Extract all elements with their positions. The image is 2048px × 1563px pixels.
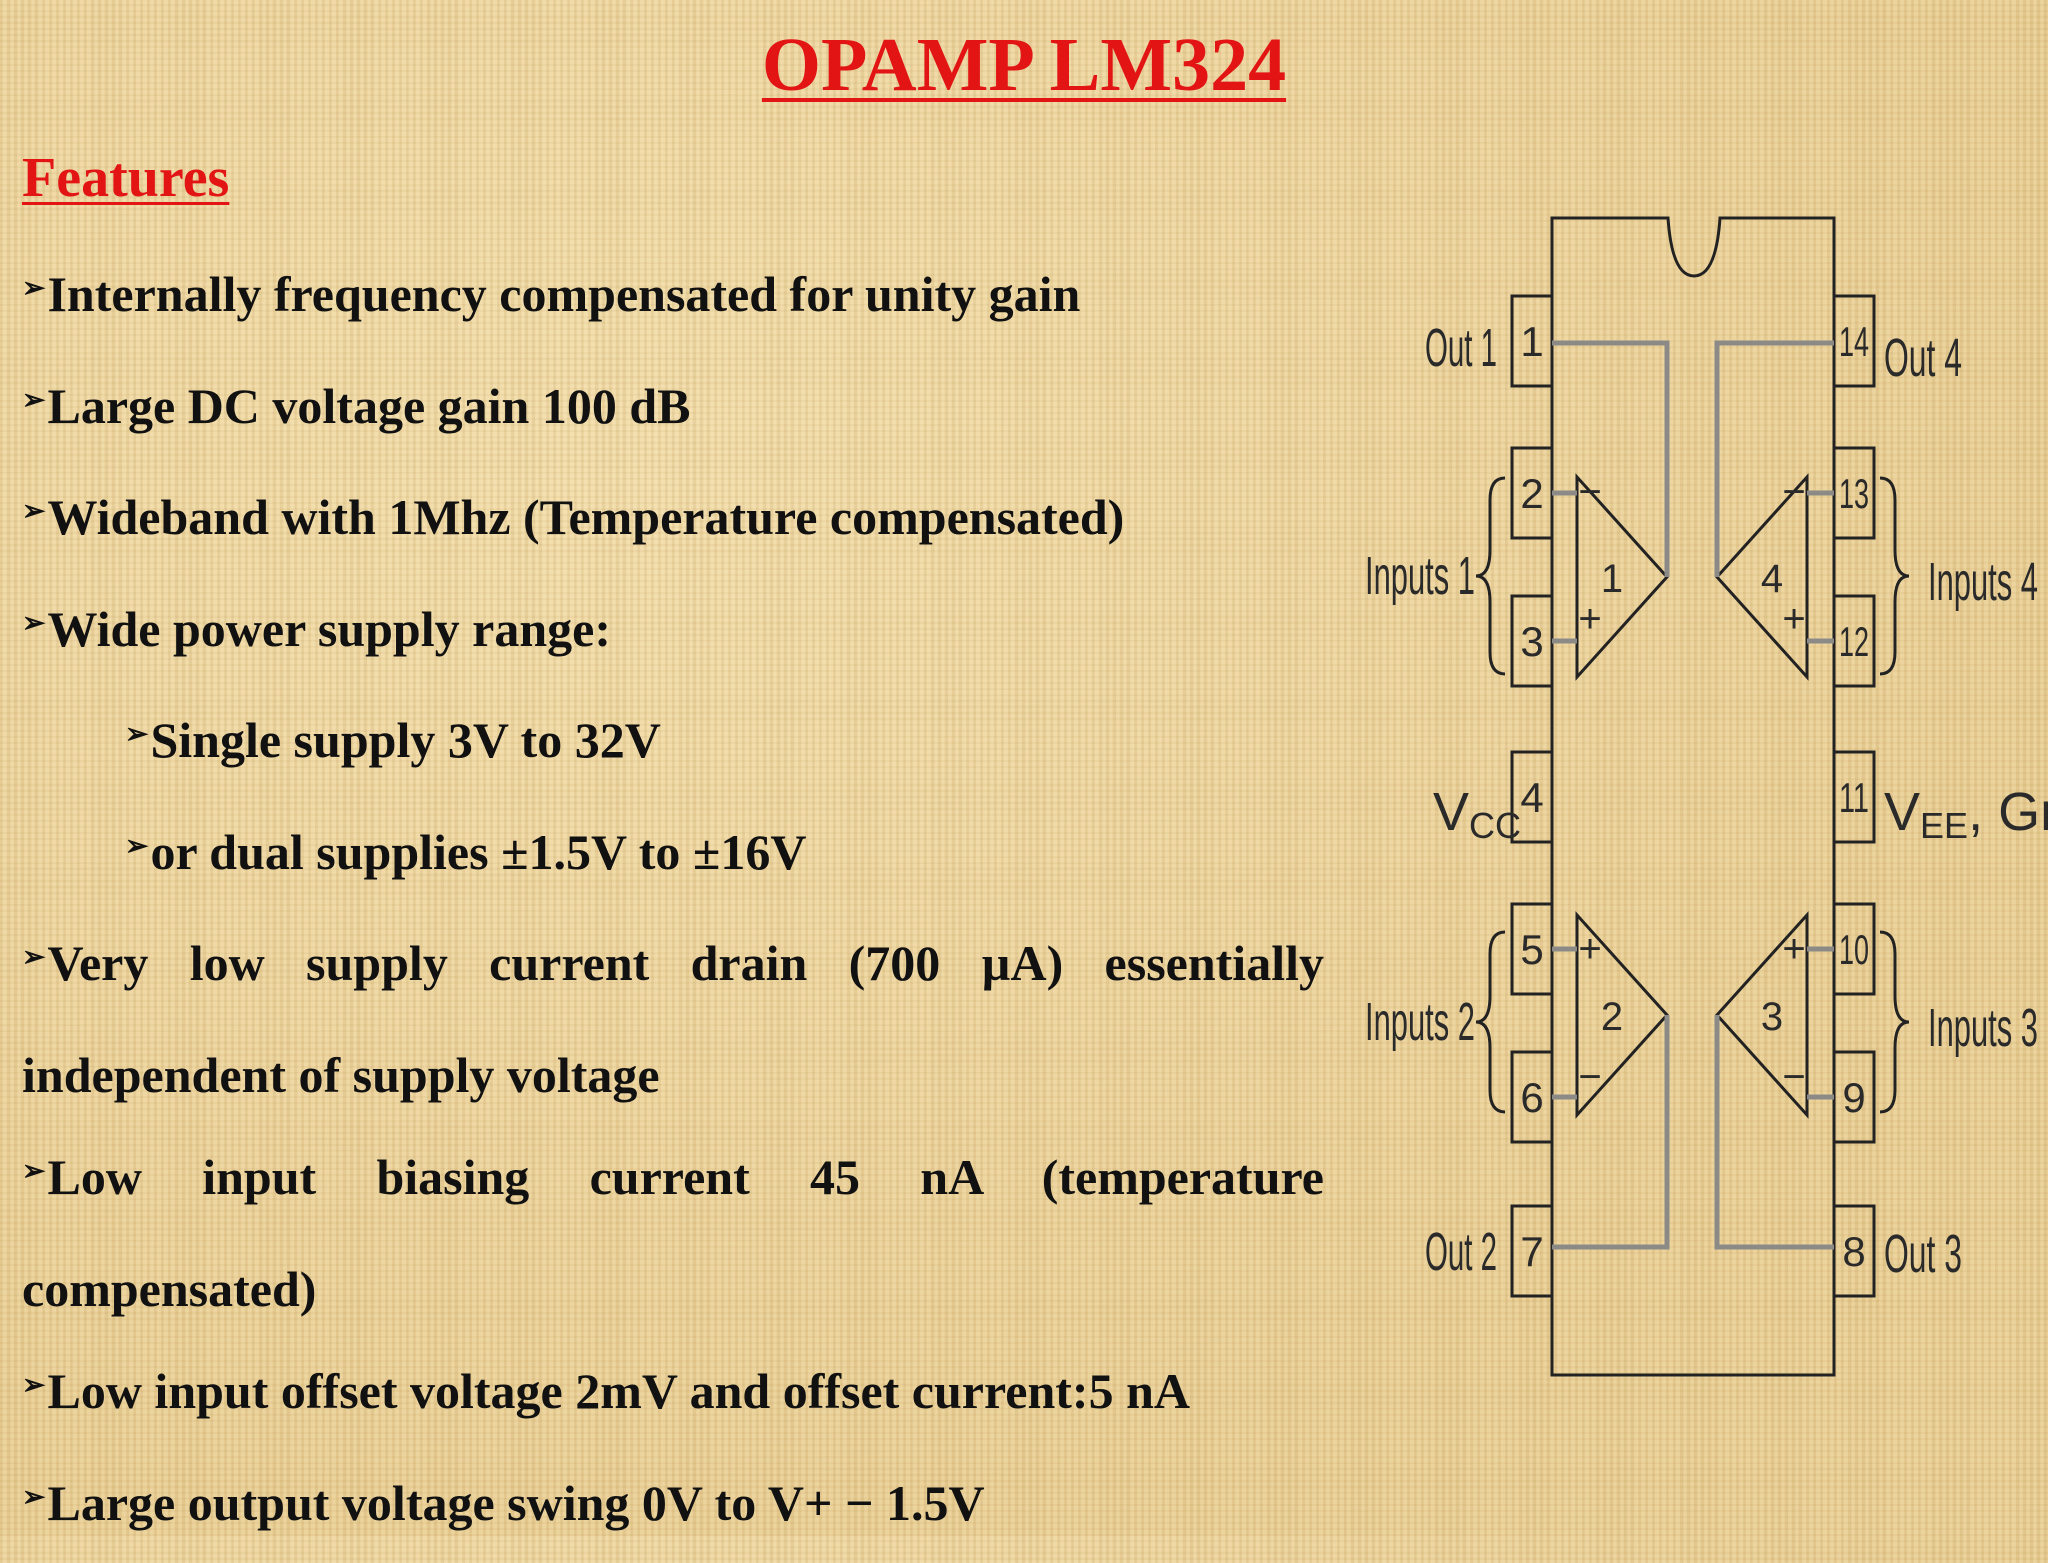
inputs-1-label: Inputs 1 — [1365, 546, 1475, 606]
ic-package-outline — [1552, 218, 1834, 1375]
minus-sign: − — [1578, 470, 1601, 514]
out-1-label: Out 1 — [1425, 318, 1497, 378]
pin-number: 1 — [1520, 318, 1543, 365]
feature-subitem: ➢Single supply 3V to 32V — [22, 689, 1324, 801]
feature-text: or dual supplies ±1.5V to ±16V — [150, 824, 806, 880]
arrow-bullet-icon: ➢ — [125, 719, 148, 750]
pin-number: 9 — [1842, 1074, 1865, 1121]
pin-number: 11 — [1839, 774, 1869, 821]
features-heading: Features — [22, 146, 229, 210]
vcc-label: VCC — [1433, 782, 1521, 846]
pin-number: 8 — [1842, 1228, 1865, 1275]
feature-item: ➢Low input biasing current 45 nA (temper… — [22, 1126, 1324, 1340]
inputs-2-label: Inputs 2 — [1365, 992, 1475, 1052]
feature-text: Large output voltage swing 0V to V+ − 1.… — [47, 1475, 984, 1531]
out-2-wire — [1552, 1015, 1667, 1247]
minus-sign: − — [1782, 1055, 1805, 1099]
feature-list: ➢Internally frequency compensated for un… — [22, 243, 1324, 1563]
plus-sign: + — [1782, 927, 1805, 971]
feature-item: ➢Very low supply current drain (700 µA) … — [22, 912, 1324, 1126]
opamp-number: 3 — [1761, 995, 1783, 1039]
out-3-wire — [1717, 1015, 1834, 1247]
opamp-number: 2 — [1601, 995, 1623, 1039]
arrow-bullet-icon: ➢ — [22, 496, 45, 527]
out-4-wire — [1717, 343, 1834, 577]
inputs-4-label: Inputs 4 — [1928, 552, 2038, 612]
arrow-bullet-icon: ➢ — [22, 273, 45, 304]
pin-number: 5 — [1520, 926, 1543, 973]
feature-text: Single supply 3V to 32V — [150, 712, 660, 768]
feature-item: ➢Internally frequency compensated for un… — [22, 243, 1324, 355]
plus-sign: + — [1578, 597, 1601, 641]
plus-sign: + — [1578, 927, 1601, 971]
arrow-bullet-icon: ➢ — [125, 831, 148, 862]
feature-item: ➢Large DC voltage gain 100 dB — [22, 355, 1324, 467]
arrow-bullet-icon: ➢ — [22, 1370, 45, 1401]
vee-label-suffix: , Gnd — [1968, 782, 2048, 842]
inputs-3-label: Inputs 3 — [1928, 998, 2038, 1058]
plus-sign: + — [1782, 597, 1805, 641]
minus-sign: − — [1782, 470, 1805, 514]
inputs-4-brace — [1880, 478, 1909, 674]
arrow-bullet-icon: ➢ — [22, 385, 45, 416]
inputs-3-brace — [1880, 932, 1909, 1112]
opamp-number: 4 — [1761, 557, 1783, 601]
feature-item: ➢Wideband with 1Mhz (Temperature compens… — [22, 466, 1324, 578]
page-title: OPAMP LM324 — [0, 22, 2048, 109]
pin-number: 13 — [1839, 470, 1869, 517]
out-2-label: Out 2 — [1425, 1222, 1497, 1282]
pin-number: 10 — [1839, 926, 1869, 973]
inputs-1-brace — [1476, 478, 1505, 674]
feature-subitem: ➢or dual supplies ±1.5V to ±16V — [22, 801, 1324, 913]
arrow-bullet-icon: ➢ — [22, 942, 45, 973]
vcc-label-sub: CC — [1469, 805, 1521, 846]
out-3-label: Out 3 — [1884, 1224, 1962, 1284]
out-4-label: Out 4 — [1884, 328, 1962, 388]
arrow-bullet-icon: ➢ — [22, 1156, 45, 1187]
feature-text: Wide power supply range: — [47, 601, 611, 657]
feature-text: Very low supply current drain (700 µA) e… — [22, 935, 1324, 1103]
pin-number: 2 — [1520, 470, 1543, 517]
feature-item: ➢Wide power supply range: — [22, 578, 1324, 690]
feature-text: Low input offset voltage 2mV and offset … — [47, 1363, 1190, 1419]
inputs-2-brace — [1476, 932, 1505, 1112]
pin-number: 12 — [1839, 618, 1869, 665]
feature-text: Low input biasing current 45 nA (tempera… — [22, 1149, 1324, 1317]
arrow-bullet-icon: ➢ — [22, 608, 45, 639]
lm324-pinout-diagram: 1 2 3 4 5 6 7 14 13 12 11 10 9 8 1 2 4 3… — [1360, 205, 2048, 1390]
vee-label-main: V — [1884, 782, 1920, 842]
feature-text: Wideband with 1Mhz (Temperature compensa… — [47, 489, 1124, 545]
arrow-bullet-icon: ➢ — [22, 1482, 45, 1513]
pin-number: 4 — [1520, 774, 1543, 821]
feature-item: ➢Large output voltage swing 0V to V+ − 1… — [22, 1452, 1324, 1563]
out-1-wire — [1552, 343, 1667, 577]
vee-label-sub: EE — [1920, 805, 1968, 846]
opamp-number: 1 — [1601, 557, 1623, 601]
feature-text: Large DC voltage gain 100 dB — [47, 378, 690, 434]
vcc-label-main: V — [1433, 782, 1469, 842]
minus-sign: − — [1578, 1055, 1601, 1099]
feature-item: ➢Low input offset voltage 2mV and offset… — [22, 1340, 1324, 1452]
vee-gnd-label: VEE, Gnd — [1884, 782, 2048, 846]
pin-number: 6 — [1520, 1074, 1543, 1121]
pin-number: 14 — [1839, 318, 1869, 365]
pin-number: 7 — [1520, 1228, 1543, 1275]
pin-number: 3 — [1520, 618, 1543, 665]
feature-text: Internally frequency compensated for uni… — [47, 266, 1080, 322]
